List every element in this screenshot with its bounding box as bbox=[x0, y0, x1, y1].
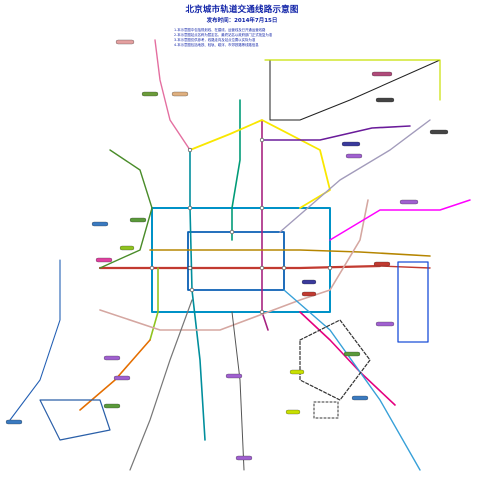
station-tag[interactable] bbox=[399, 199, 419, 205]
station-tag[interactable] bbox=[341, 141, 361, 147]
line-10-loop[interactable] bbox=[151, 207, 331, 313]
transfer-station[interactable] bbox=[259, 265, 265, 271]
publish-date: 发布时间：2014年7月15日 bbox=[206, 18, 278, 24]
transfer-station[interactable] bbox=[259, 205, 265, 211]
line-sw-loop[interactable] bbox=[39, 399, 111, 441]
line-north-ext[interactable] bbox=[269, 59, 441, 121]
station-tag[interactable] bbox=[285, 409, 301, 415]
note-2: 2.本示意图站点名称为暂定名，最终站名以政府部门正式批复为准 bbox=[174, 33, 273, 37]
note-1: 1.本示意图中包括规划线、在建线、运营线及已开通运营线路 bbox=[174, 28, 266, 32]
station-tag[interactable] bbox=[129, 217, 147, 223]
line-south-ext[interactable] bbox=[231, 311, 245, 471]
station-tag[interactable] bbox=[429, 129, 449, 135]
transfer-station[interactable] bbox=[281, 265, 287, 271]
map-title: 北京城市轨道交通线路示意图 bbox=[185, 5, 299, 15]
line-airport[interactable] bbox=[279, 119, 431, 233]
line-4[interactable] bbox=[189, 149, 206, 441]
line-14[interactable] bbox=[99, 199, 369, 331]
note-4: 4.本示意图包括地铁、轻轨、磁浮、市郊铁路等线路信息 bbox=[174, 43, 259, 47]
rail-lines bbox=[9, 39, 471, 471]
transfer-station[interactable] bbox=[229, 229, 235, 235]
station-tag[interactable] bbox=[103, 403, 121, 409]
transfer-station[interactable] bbox=[149, 265, 155, 271]
line-southeast[interactable] bbox=[283, 289, 421, 471]
station-tag[interactable] bbox=[351, 395, 369, 401]
line-east-box[interactable] bbox=[397, 261, 429, 343]
line-15[interactable] bbox=[261, 125, 411, 141]
station-tag[interactable] bbox=[91, 221, 109, 227]
station-tag[interactable] bbox=[375, 97, 395, 103]
line-9[interactable] bbox=[149, 267, 159, 341]
station-tag[interactable] bbox=[373, 261, 391, 267]
line-6[interactable] bbox=[149, 249, 431, 257]
line-east-ext[interactable] bbox=[264, 59, 441, 101]
station-tag[interactable] bbox=[115, 39, 135, 45]
station-tag[interactable] bbox=[343, 351, 361, 357]
station-tag[interactable] bbox=[345, 153, 363, 159]
station-tags bbox=[5, 39, 449, 461]
station-tag[interactable] bbox=[235, 455, 253, 461]
line-1[interactable] bbox=[98, 264, 382, 270]
station-tag[interactable] bbox=[301, 291, 317, 297]
line-southwest[interactable] bbox=[129, 299, 193, 471]
line-13[interactable] bbox=[189, 119, 331, 209]
station-tag[interactable] bbox=[301, 279, 317, 285]
transfer-station[interactable] bbox=[187, 205, 193, 211]
line-northeast[interactable] bbox=[329, 199, 471, 241]
station-tag[interactable] bbox=[95, 257, 113, 263]
line-batong[interactable] bbox=[379, 265, 431, 269]
map-notes: 1.本示意图中包括规划线、在建线、运营线及已开通运营线路 2.本示意图站点名称为… bbox=[174, 28, 324, 48]
transfer-station[interactable] bbox=[327, 265, 333, 271]
transfer-station[interactable] bbox=[189, 287, 195, 293]
transfer-station[interactable] bbox=[187, 265, 193, 271]
line-dashed-box[interactable] bbox=[313, 401, 339, 419]
station-tag[interactable] bbox=[171, 91, 189, 97]
transfer-stations bbox=[149, 137, 333, 315]
line-west-ext[interactable] bbox=[9, 259, 61, 421]
transfer-station[interactable] bbox=[187, 147, 193, 153]
transfer-station[interactable] bbox=[259, 309, 265, 315]
line-yizhuang[interactable] bbox=[299, 311, 396, 406]
station-tag[interactable] bbox=[5, 419, 23, 425]
line-5[interactable] bbox=[261, 119, 269, 331]
station-tag[interactable] bbox=[141, 91, 159, 97]
station-tag[interactable] bbox=[371, 71, 393, 77]
station-tag[interactable] bbox=[225, 373, 243, 379]
line-2-loop[interactable] bbox=[187, 231, 285, 291]
station-tag[interactable] bbox=[289, 369, 305, 375]
transfer-station[interactable] bbox=[259, 137, 265, 143]
line-8[interactable] bbox=[231, 99, 241, 241]
station-tag[interactable] bbox=[113, 375, 131, 381]
line-changping[interactable] bbox=[154, 39, 191, 151]
station-tag[interactable] bbox=[103, 355, 121, 361]
station-tag[interactable] bbox=[119, 245, 135, 251]
line-dashed-ring[interactable] bbox=[299, 319, 371, 401]
line-16[interactable] bbox=[99, 149, 153, 269]
note-3: 3.本示意图仅供参考，线路走向及站点位置以实际为准 bbox=[174, 38, 256, 42]
station-tag[interactable] bbox=[375, 321, 395, 327]
